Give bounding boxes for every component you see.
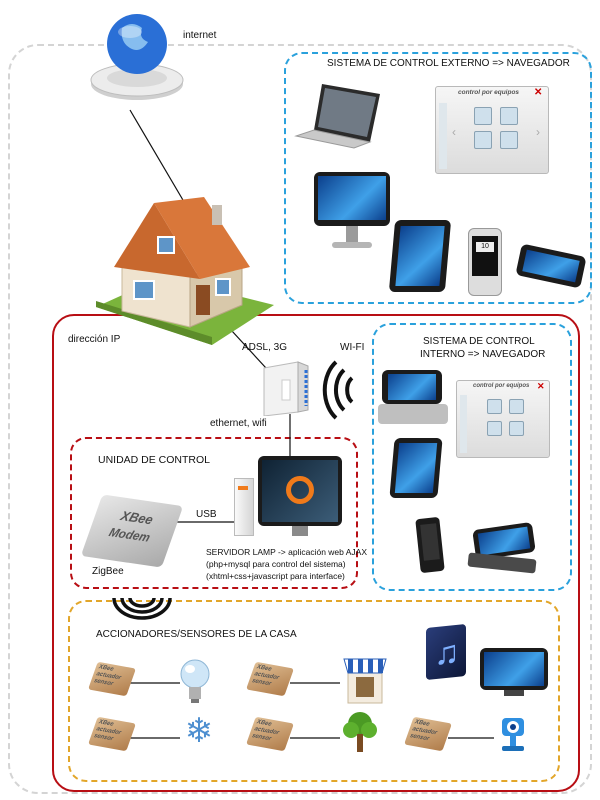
wifi-signal-icon [322, 360, 354, 420]
mobile-device-icon [515, 243, 587, 289]
external-control-system-box [284, 52, 592, 304]
ethernet-label: ethernet, wifi [210, 418, 267, 429]
usb-label: USB [196, 509, 217, 520]
router-icon [262, 360, 320, 417]
external-system-title: SISTEMA DE CONTROL EXTERNO => NAVEGADOR [327, 58, 570, 69]
panel-title: control por equipos [458, 89, 520, 96]
internal-system-title-1: SISTEMA DE CONTROL [423, 336, 535, 347]
internet-label: internet [183, 30, 217, 41]
awning-window-icon [340, 655, 388, 705]
tv-icon [480, 648, 548, 698]
control-panel-screenshot: control por equipos ✕ ‹ › [435, 86, 549, 174]
close-icon: ✕ [537, 381, 545, 391]
tablet-icon-internal [389, 438, 443, 498]
zigbee-label: ZigBee [92, 566, 124, 577]
home-network-boundary [8, 44, 592, 794]
local-network-boundary [52, 314, 580, 792]
internet-globe-icon [82, 4, 192, 114]
snowflake-icon: ❄ [184, 712, 214, 750]
handheld-device-icon [378, 370, 450, 426]
internal-system-title-2: INTERNO => NAVEGADOR [420, 349, 546, 360]
actuators-title: ACCIONADORES/SENSORES DE LA CASA [96, 629, 297, 640]
internet-house-link [129, 109, 191, 213]
internal-control-system-box [372, 323, 572, 591]
aperture-icon [286, 476, 314, 504]
close-icon: ✕ [534, 87, 543, 98]
netbook-icon-internal [467, 521, 540, 574]
desktop-monitor-icon [314, 172, 390, 258]
server-description-1: SERVIDOR LAMP -> aplicación web AJAX [206, 547, 368, 557]
actuators-sensors-box [68, 600, 560, 782]
laptop-icon [294, 80, 386, 150]
tree-icon [340, 710, 380, 754]
phone-icon-internal [415, 516, 445, 574]
light-bulb-icon [178, 658, 212, 704]
ip-address-label: dirección IP [68, 334, 121, 345]
modem-label-2: Modem [107, 524, 153, 545]
server-description-2: (php+mysql para control del sistema) [206, 559, 346, 569]
house-icon [92, 195, 276, 345]
smartphone-icon: 10 [468, 228, 502, 296]
security-camera-icon [492, 712, 532, 754]
server-description-3: (xhtml+css+javascript para interface) [206, 571, 345, 581]
control-unit-box [70, 437, 358, 589]
adsl-label: ADSL, 3G [242, 342, 288, 353]
wifi-label: WI-FI [340, 342, 365, 353]
control-panel-screenshot-internal: control por equipos ✕ [456, 380, 550, 458]
modem-label-1: XBee [118, 507, 156, 528]
server-computer-icon [234, 456, 344, 540]
panel-title: control por equipos [473, 383, 530, 389]
music-icon: ♫ [420, 623, 474, 688]
tablet-icon [388, 220, 452, 292]
zigbee-signal-icon [112, 597, 172, 620]
control-unit-title: UNIDAD DE CONTROL [98, 454, 211, 466]
